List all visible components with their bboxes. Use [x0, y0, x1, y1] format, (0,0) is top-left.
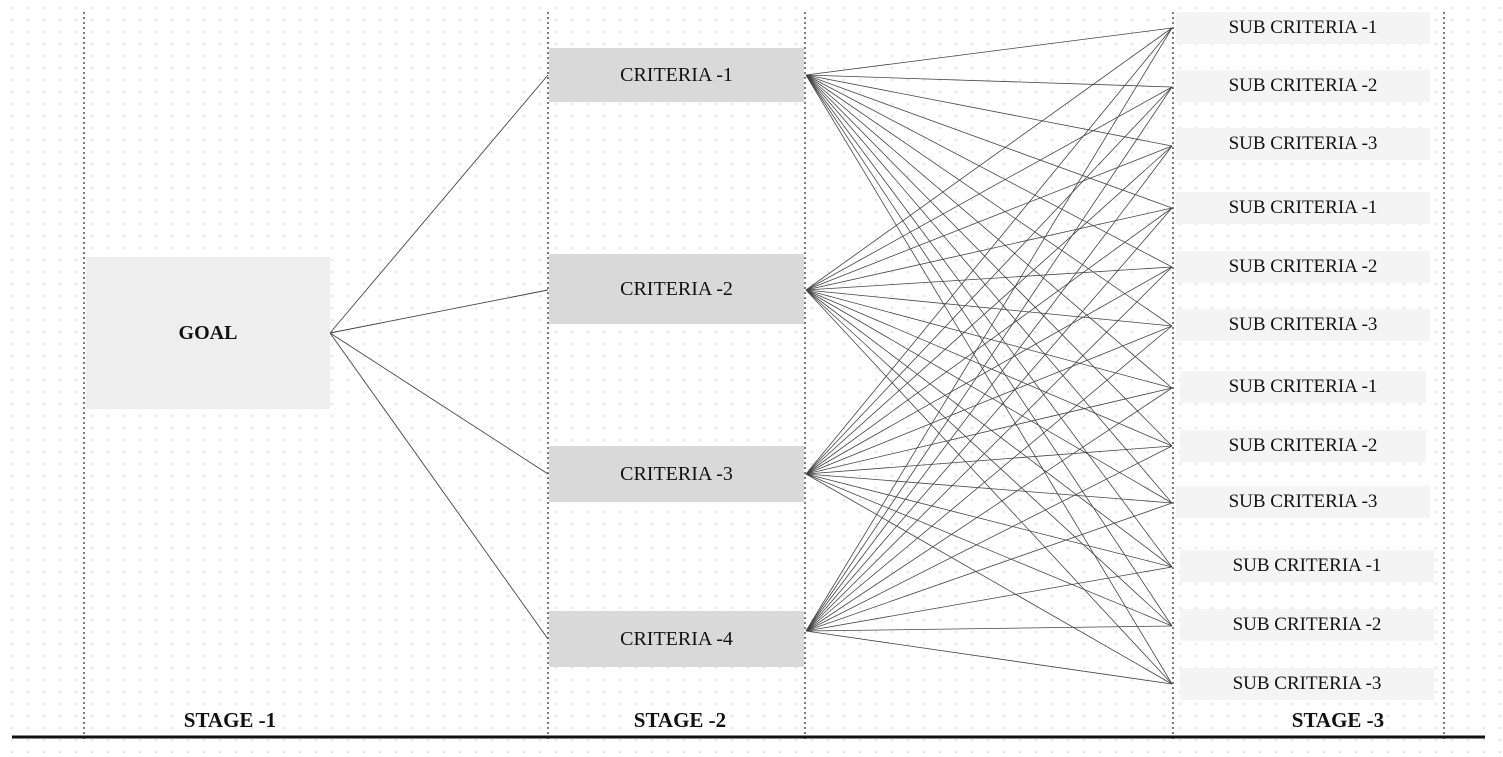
sub-criteria-label: SUB CRITERIA -3	[1228, 314, 1378, 335]
criteria-3-to-sub-6-connector	[805, 325, 1173, 475]
criteria-4-to-sub-7-connector	[805, 387, 1173, 632]
stage-label-2: STAGE -2	[633, 708, 727, 732]
stage-label-1: STAGE -1	[183, 708, 277, 732]
criteria-4-to-sub-11-connector	[805, 625, 1173, 632]
criteria-box-1: CRITERIA -1	[549, 48, 804, 102]
criteria-2-to-sub-12-connector	[805, 289, 1173, 685]
sub-criteria-label: SUB CRITERIA -2	[1228, 75, 1378, 96]
criteria-label: CRITERIA -4	[620, 627, 733, 650]
criteria-box-2: CRITERIA -2	[549, 254, 804, 324]
sub-criteria-label: SUB CRITERIA -3	[1228, 133, 1378, 154]
criteria-1-to-sub-6-connector	[805, 74, 1173, 327]
sub-criteria-box-8: SUB CRITERIA -2	[1180, 430, 1426, 462]
criteria-3-to-sub-3-connector	[805, 145, 1173, 475]
criteria-4-to-sub-10-connector	[805, 566, 1173, 632]
goal-box: GOAL	[86, 257, 330, 409]
criteria-2-to-sub-1-connector	[805, 27, 1173, 291]
criteria-2-to-sub-2-connector	[805, 86, 1173, 291]
sub-criteria-box-6: SUB CRITERIA -3	[1176, 309, 1430, 341]
criteria-3-to-sub-11-connector	[805, 473, 1173, 627]
criteria-3-to-sub-9-connector	[805, 473, 1173, 504]
sub-criteria-label: SUB CRITERIA -3	[1228, 491, 1378, 512]
sub-criteria-label: SUB CRITERIA -2	[1228, 256, 1378, 277]
criteria-2-to-sub-3-connector	[805, 145, 1173, 291]
sub-criteria-label: SUB CRITERIA -1	[1228, 17, 1378, 38]
sub-criteria-box-11: SUB CRITERIA -2	[1180, 609, 1434, 641]
criteria-3-to-sub-1-connector	[805, 27, 1173, 475]
criteria-3-to-sub-5-connector	[805, 266, 1173, 475]
criteria-4-to-sub-9-connector	[805, 502, 1173, 632]
criteria-3-to-sub-10-connector	[805, 473, 1173, 568]
goal-connector-2	[329, 289, 549, 334]
criteria-2-to-sub-8-connector	[805, 289, 1173, 447]
sub-criteria-box-3: SUB CRITERIA -3	[1176, 128, 1430, 160]
criteria-3-to-sub-4-connector	[805, 207, 1173, 475]
criteria-4-to-sub-4-connector	[805, 207, 1173, 632]
criteria-2-to-sub-11-connector	[805, 289, 1173, 627]
goal-connector-1	[329, 74, 549, 334]
sub-criteria-box-5: SUB CRITERIA -2	[1176, 251, 1430, 283]
criteria-4-to-sub-2-connector	[805, 86, 1173, 632]
criteria-1-to-sub-4-connector	[805, 74, 1173, 209]
criteria-1-to-sub-5-connector	[805, 74, 1173, 268]
criteria-1-to-sub-7-connector	[805, 74, 1173, 389]
criteria-label: CRITERIA -3	[620, 462, 733, 485]
criteria-1-to-sub-10-connector	[805, 74, 1173, 568]
sub-criteria-label: SUB CRITERIA -1	[1228, 376, 1378, 397]
criteria-2-to-sub-5-connector	[805, 266, 1173, 291]
goal-connector-4	[329, 332, 549, 640]
sub-criteria-label: SUB CRITERIA -1	[1228, 197, 1378, 218]
sub-criteria-box-12: SUB CRITERIA -3	[1180, 668, 1434, 700]
sub-criteria-box-1: SUB CRITERIA -1	[1176, 12, 1430, 44]
criteria-1-to-sub-3-connector	[805, 74, 1173, 147]
criteria-1-to-sub-9-connector	[805, 74, 1173, 504]
criteria-2-to-sub-4-connector	[805, 207, 1173, 291]
criteria-label: CRITERIA -2	[620, 277, 733, 300]
criteria-3-to-sub-2-connector	[805, 86, 1173, 475]
sub-criteria-label: SUB CRITERIA -1	[1232, 555, 1382, 576]
criteria-2-to-sub-6-connector	[805, 289, 1173, 327]
criteria-1-to-sub-1-connector	[805, 27, 1173, 76]
criteria-1-to-sub-2-connector	[805, 74, 1173, 88]
criteria-1-to-sub-8-connector	[805, 74, 1173, 447]
criteria-4-to-sub-5-connector	[805, 266, 1173, 632]
criteria-1-to-sub-12-connector	[805, 74, 1173, 685]
sub-criteria-label: SUB CRITERIA -2	[1228, 435, 1378, 456]
criteria-label: CRITERIA -1	[620, 63, 733, 86]
criteria-3-to-sub-7-connector	[805, 387, 1173, 475]
goal-label: GOAL	[178, 321, 238, 344]
sub-criteria-label: SUB CRITERIA -2	[1232, 614, 1382, 635]
criteria-2-to-sub-7-connector	[805, 289, 1173, 389]
criteria-box-3: CRITERIA -3	[549, 446, 804, 502]
sub-criteria-box-7: SUB CRITERIA -1	[1180, 371, 1426, 403]
criteria-2-to-sub-10-connector	[805, 289, 1173, 568]
goal-connector-3	[329, 332, 549, 475]
criteria-4-to-sub-6-connector	[805, 325, 1173, 632]
criteria-2-to-sub-9-connector	[805, 289, 1173, 504]
sub-criteria-box-2: SUB CRITERIA -2	[1176, 70, 1430, 102]
criteria-3-to-sub-12-connector	[805, 473, 1173, 685]
criteria-4-to-sub-8-connector	[805, 445, 1173, 632]
criteria-1-to-sub-11-connector	[805, 74, 1173, 627]
sub-criteria-box-4: SUB CRITERIA -1	[1176, 192, 1430, 224]
criteria-4-to-sub-3-connector	[805, 145, 1173, 632]
criteria-4-to-sub-12-connector	[805, 630, 1173, 685]
criteria-box-4: CRITERIA -4	[549, 611, 804, 667]
criteria-4-to-sub-1-connector	[805, 27, 1173, 632]
stage-label-3: STAGE -3	[1291, 708, 1385, 732]
sub-criteria-box-10: SUB CRITERIA -1	[1180, 550, 1434, 582]
sub-criteria-box-9: SUB CRITERIA -3	[1176, 486, 1430, 518]
sub-criteria-label: SUB CRITERIA -3	[1232, 673, 1382, 694]
criteria-3-to-sub-8-connector	[805, 445, 1173, 475]
